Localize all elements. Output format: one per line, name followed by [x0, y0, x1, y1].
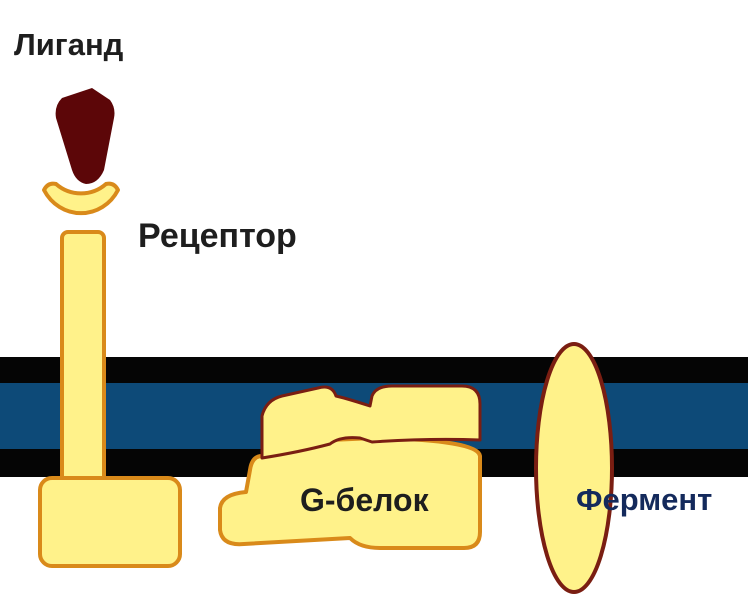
receptor-cup	[44, 184, 118, 214]
g-protein-label: G-белок	[300, 482, 430, 518]
enzyme-label: Фермент	[576, 482, 712, 517]
receptor-label: Рецептор	[138, 217, 297, 255]
receptor-stem	[62, 232, 104, 490]
enzyme-shape	[536, 344, 612, 592]
ligand-shape	[56, 88, 115, 184]
receptor-base	[40, 478, 180, 566]
ligand-label: Лиганд	[14, 27, 124, 62]
